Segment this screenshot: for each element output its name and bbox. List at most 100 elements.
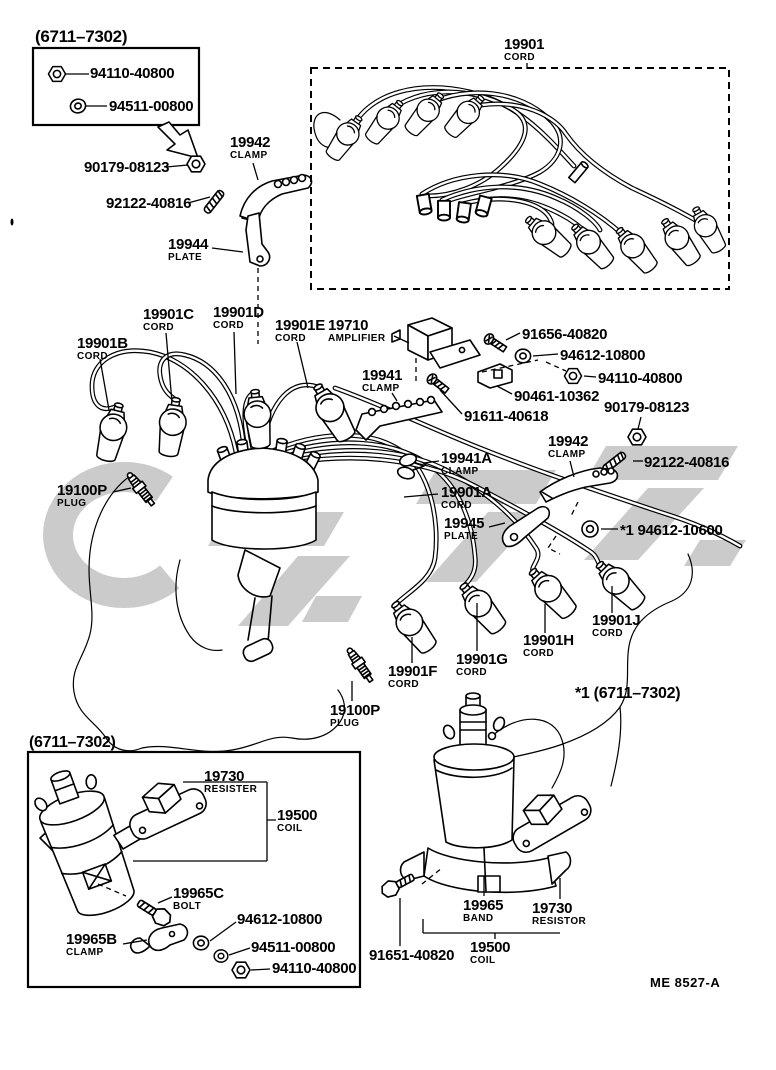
part-number: 94110-40800 [272, 960, 357, 977]
clamp-19942-right [539, 467, 619, 503]
label-p92122-40816-b: 92122-40816 [644, 455, 729, 470]
part-caption: BOLT [173, 901, 202, 912]
label-p94110-40800-c: 94110-40800 [272, 960, 357, 977]
part-number: 94110-40800 [90, 65, 175, 82]
part-number: 19942 [230, 134, 271, 151]
cord-set-box-19901 [310, 63, 731, 290]
part-number: 19941A [441, 450, 492, 467]
label-p94612-10600: *1 94612-10600 [620, 523, 723, 538]
resistor-left [129, 782, 207, 840]
part-number: 19941 [362, 367, 403, 384]
part-number: 19965B [66, 931, 117, 948]
part-number: 19945 [444, 515, 485, 532]
arrow-icon [157, 121, 199, 159]
label-p94511-00800-a: 94511-00800 [109, 99, 194, 114]
label-p91656-40820: 91656-40820 [522, 327, 607, 342]
part-caption: BAND [463, 913, 494, 924]
part-number: 92122-40816 [106, 195, 192, 212]
label-p94612-10800-a: 94612-10800 [560, 348, 645, 363]
part-number: 92122-40816 [644, 454, 730, 471]
engine-outline [10, 218, 693, 787]
part-number: 94612-10800 [237, 911, 323, 928]
part-caption: COIL [277, 823, 303, 834]
label-p94110-40800-a: 94110-40800 [90, 65, 175, 82]
part-caption: CORD [77, 351, 109, 362]
part-number: 19100P [57, 482, 107, 499]
part-caption: PLATE [168, 252, 203, 263]
amplifier-19710 [391, 317, 481, 369]
part-caption: PLUG [330, 718, 360, 729]
band-19965 [399, 847, 572, 894]
part-number: 19965C [173, 885, 224, 902]
part-number: 19901C [143, 306, 194, 323]
bottom-left-box [26, 750, 362, 989]
part-number: 19965 [463, 897, 504, 914]
part-number: (6711–7302) [29, 734, 116, 751]
part-number: ME 8527-A [650, 975, 721, 990]
part-number: 90461-10362 [514, 388, 600, 405]
part-number: 19730 [204, 768, 245, 785]
part-caption: CORD [523, 648, 555, 659]
label-p90179-08123-a: 90179-08123 [84, 160, 169, 175]
part-number: 19901B [77, 335, 128, 352]
part-number: 19901F [388, 663, 438, 680]
part-caption: RESISTER [204, 784, 258, 795]
part-caption: CORD [441, 500, 473, 511]
part-caption: AMPLIFIER [328, 333, 386, 344]
part-number: 19944 [168, 236, 209, 253]
label-range-bottom-left: (6711–7302) [29, 735, 116, 751]
part-number: 19901H [523, 632, 574, 649]
part-number: 91611-40618 [464, 408, 549, 425]
distributor [207, 435, 322, 663]
label-p91611-40618: 91611-40618 [464, 408, 549, 425]
part-caption: CLAMP [362, 383, 400, 394]
part-caption: CORD [388, 679, 420, 690]
label-p92122-40816-a: 92122-40816 [106, 196, 191, 211]
part-number: 19500 [277, 807, 318, 824]
label-p94110-40800-b: 94110-40800 [598, 370, 683, 387]
label-p94612-10800-b: 94612-10800 [237, 912, 322, 927]
label-footnote: *1 (6711–7302) [575, 685, 681, 702]
clamp-19941a [396, 453, 425, 480]
part-caption: PLATE [444, 531, 479, 542]
part-number: 91656-40820 [522, 326, 608, 343]
label-range-top-left: (6711–7302) [35, 28, 127, 45]
part-number: 19901 [504, 36, 545, 53]
part-number: 19710 [328, 317, 369, 334]
part-number: 19901A [441, 484, 492, 501]
part-caption: CLAMP [230, 150, 268, 161]
label-p94511-00800-b: 94511-00800 [251, 940, 336, 955]
part-number: *1 (6711–7302) [575, 685, 681, 702]
part-caption: CLAMP [441, 466, 479, 477]
part-number: 91651-40820 [369, 947, 455, 964]
part-number: 94110-40800 [598, 370, 683, 387]
plate-19945 [501, 505, 551, 548]
leader-lines [97, 162, 643, 971]
part-caption: CLAMP [66, 947, 104, 958]
clamp-19965b [129, 923, 189, 954]
part-number: 94612-10800 [560, 347, 646, 364]
part-number: 19730 [532, 900, 573, 917]
label-p90461-10362: 90461-10362 [514, 389, 599, 404]
